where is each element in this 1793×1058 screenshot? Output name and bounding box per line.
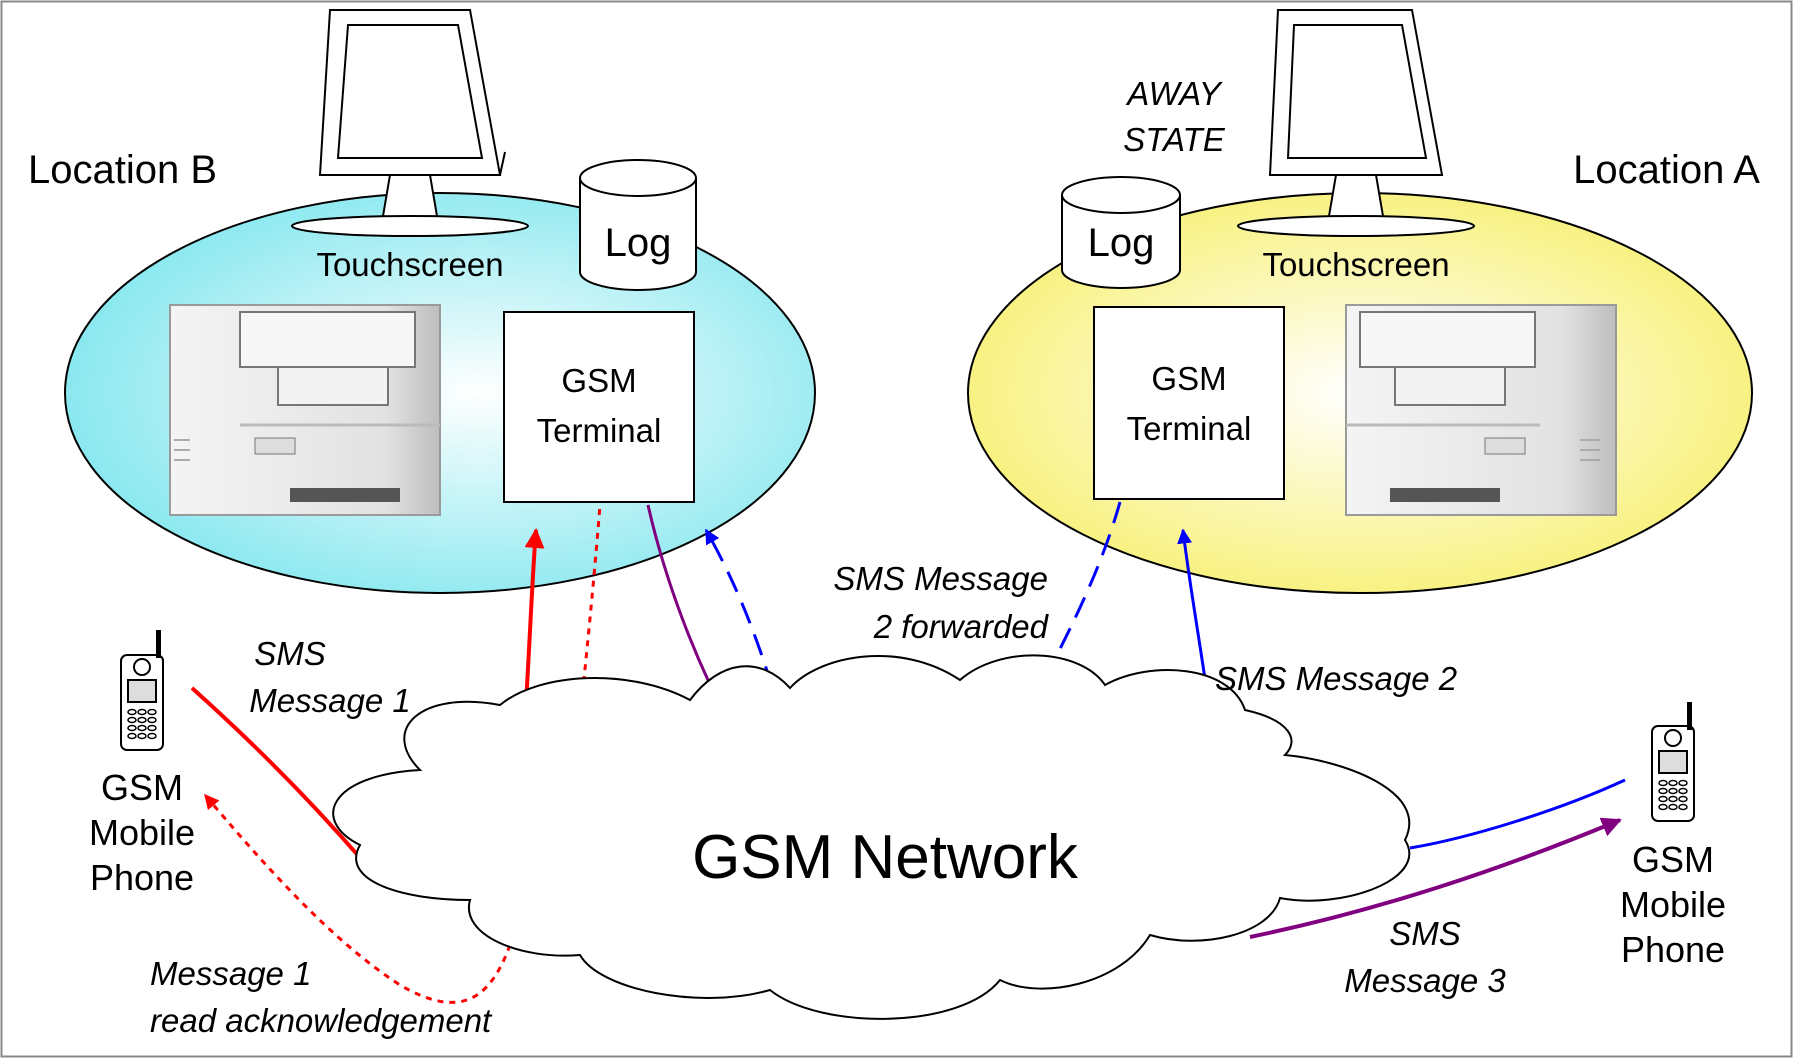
mobile-phone-icon: [120, 630, 164, 751]
sms-message-1-from-phone-line: [190, 686, 364, 862]
left-phone-label-line3: Phone: [90, 857, 194, 898]
gsm-terminal-label-b-line2: Terminal: [537, 412, 662, 449]
sms-message-3-label-line1: SMS: [1389, 915, 1461, 952]
gsm-terminal-box: [503, 311, 695, 503]
touchscreen-label-a: Touchscreen: [1262, 246, 1449, 283]
log-label-a: Log: [1088, 221, 1155, 265]
log-database-icon: [1061, 176, 1181, 289]
gsm-terminal-label-b-line1: GSM: [561, 362, 636, 399]
gsm-network-label: GSM Network: [692, 823, 1079, 892]
left-phone-label-line1: GSM: [101, 767, 183, 808]
sms-message-2-forwarded-label-line2: 2 forwarded: [873, 608, 1050, 645]
gsm-terminal-box: [1093, 306, 1285, 500]
right-phone-label-line1: GSM: [1632, 839, 1714, 880]
right-phone-label-line3: Phone: [1621, 929, 1725, 970]
sms-message-2-from-phone-line: [1409, 778, 1626, 850]
left-phone-label-line2: Mobile: [89, 812, 195, 853]
away-state-label-line2: STATE: [1123, 121, 1225, 158]
sms-message-1-label-line1: SMS: [254, 635, 326, 672]
log-database-icon: [579, 159, 697, 291]
location-b-title: Location B: [28, 148, 217, 192]
sms-message-2-forwarded-arrow: [704, 528, 784, 721]
sms-message-2-forwarded-label-line1: SMS Message: [833, 560, 1048, 597]
touchscreen-monitor-icon: [291, 9, 529, 237]
sms-message-1-label-line2: Message 1: [249, 682, 410, 719]
sms-message-3-to-phone-arrow: [1249, 817, 1622, 939]
away-state-label-line1: AWAY: [1125, 75, 1223, 112]
read-ack-label-line1: Message 1: [150, 955, 311, 992]
mobile-phone-icon: [1651, 702, 1695, 822]
gsm-network-cloud: [332, 654, 1411, 1020]
sms-message-3-label-line2: Message 3: [1344, 962, 1506, 999]
log-label-b: Log: [605, 221, 672, 265]
location-a-title: Location A: [1573, 148, 1760, 192]
pc-computer-icon: [169, 304, 441, 516]
touchscreen-label-b: Touchscreen: [316, 246, 503, 283]
pc-computer-icon: [1345, 304, 1617, 516]
right-phone-label-line2: Mobile: [1620, 884, 1726, 925]
gsm-terminal-label-a-line1: GSM: [1151, 360, 1226, 397]
read-ack-to-phone-arrow: [203, 793, 512, 1004]
sms-message-2-label: SMS Message 2: [1215, 660, 1457, 697]
read-ack-label-line2: read acknowledgement: [150, 1002, 493, 1039]
gsm-terminal-label-a-line2: Terminal: [1127, 410, 1252, 447]
touchscreen-monitor-icon: [1237, 9, 1475, 237]
